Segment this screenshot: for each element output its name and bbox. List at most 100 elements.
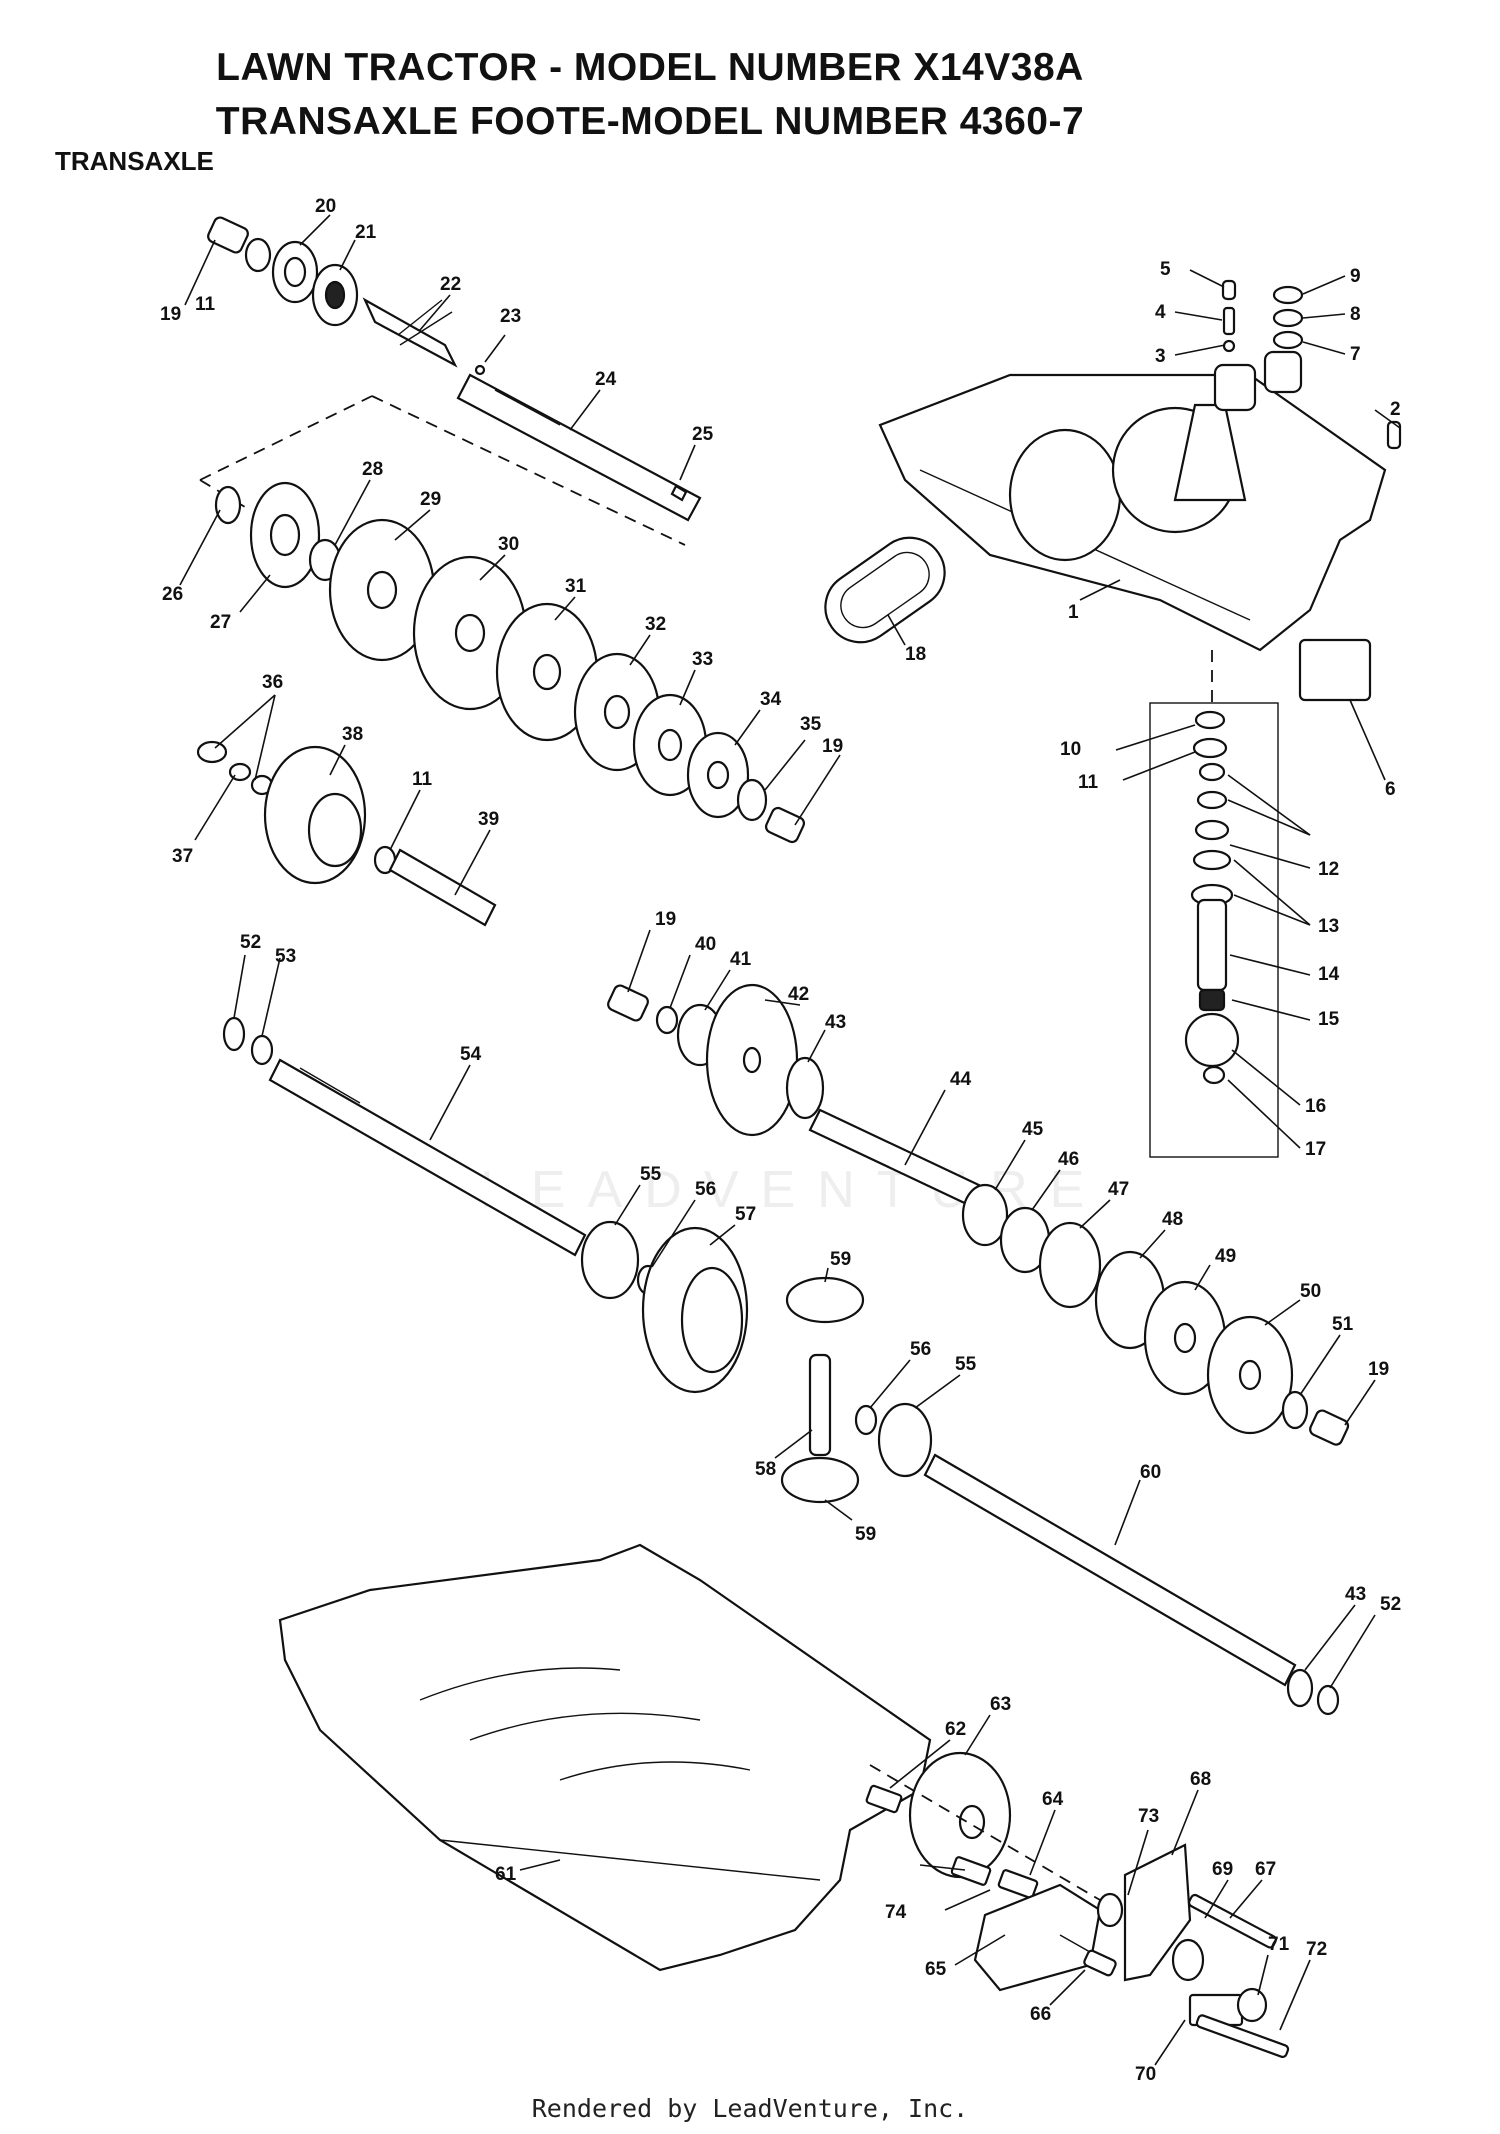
part-54-axle [268,1058,587,1257]
callout-15: 15 [1318,1009,1340,1030]
callout-69: 69 [1212,1859,1233,1880]
callout-71: 71 [1268,1934,1290,1955]
callout-3: 3 [1155,346,1166,367]
callout-60: 60 [1140,1462,1161,1483]
callout-63: 63 [990,1694,1011,1715]
callout-42: 42 [788,984,809,1005]
callout-64: 64 [1042,1789,1064,1810]
callout-11-b: 11 [412,769,433,790]
gear-stack-upper [214,481,806,844]
callout-19-b: 19 [822,736,843,757]
callout-19-a: 19 [160,304,181,325]
callout-52-a: 52 [240,932,261,953]
callout-32: 32 [645,614,666,635]
callout-34: 34 [760,689,782,710]
callout-58: 58 [755,1459,776,1480]
callout-54: 54 [460,1044,482,1065]
part-31-gear [495,602,599,742]
leader-lines [179,214,1401,2066]
callout-27: 27 [210,612,231,633]
section-label: TRANSAXLE [55,146,214,176]
callout-12: 12 [1318,859,1339,880]
part-57-ring-gear [641,1226,749,1394]
callout-36: 36 [262,672,283,693]
callout-33: 33 [692,649,713,670]
part-42-sprocket [705,983,799,1137]
callout-49: 49 [1215,1246,1236,1267]
callout-19-c: 19 [655,909,676,930]
callout-59-b: 59 [855,1524,876,1545]
callout-73: 73 [1138,1806,1159,1827]
callout-56-b: 56 [910,1339,931,1360]
part-29-gear [328,518,436,662]
callout-11-c: 11 [1078,772,1099,793]
callout-28: 28 [362,459,383,480]
callout-20: 20 [315,196,336,217]
upper-small-parts [1221,279,1402,450]
callout-29: 29 [420,489,441,510]
right-axle-assembly [854,1402,1340,1716]
callout-43-b: 43 [1345,1584,1366,1605]
part-55-bevel-gear [580,1220,640,1300]
callout-57: 57 [735,1204,756,1225]
brake-assembly [865,1751,1290,2059]
callout-17: 17 [1305,1139,1326,1160]
callout-48: 48 [1162,1209,1183,1230]
callout-10: 10 [1060,739,1081,760]
part-60-axle [923,1453,1297,1687]
part-21-bearing [311,263,359,327]
callout-43-a: 43 [825,1012,846,1033]
part-34-gear [686,731,750,819]
callout-53: 53 [275,946,296,967]
callout-44: 44 [950,1069,972,1090]
callout-72: 72 [1306,1939,1327,1960]
callout-30: 30 [498,534,519,555]
callout-47: 47 [1108,1179,1129,1200]
callout-59-a: 59 [830,1249,851,1270]
callout-41: 41 [730,949,752,970]
shift-assembly [1184,710,1240,1085]
callout-38: 38 [342,724,363,745]
callout-74: 74 [885,1902,907,1923]
callout-62: 62 [945,1719,966,1740]
callout-68: 68 [1190,1769,1211,1790]
callout-56-a: 56 [695,1179,716,1200]
callout-1: 1 [1068,602,1079,623]
part-18-chain [824,536,946,644]
diagram-title-line2: TRANSAXLE FOOTE-MODEL NUMBER 4360-7 [215,100,1085,143]
callout-61: 61 [495,1864,517,1885]
callout-11-a: 11 [195,294,216,315]
callout-16: 16 [1305,1096,1326,1117]
part-20-gear [271,240,319,304]
part-50-gear [1206,1315,1294,1435]
callout-66: 66 [1030,2004,1051,2025]
callout-2: 2 [1390,399,1401,420]
part-27-sprocket [249,481,321,589]
countershaft-assembly [607,983,1350,1446]
callout-70: 70 [1135,2064,1156,2085]
callout-26: 26 [162,584,183,605]
part-24-shaft [456,373,702,522]
callout-39: 39 [478,809,499,830]
part-61-lower-housing [278,1543,932,1972]
callout-25: 25 [692,424,714,445]
callout-9: 9 [1350,266,1361,287]
callout-4: 4 [1155,302,1166,323]
callout-22: 22 [440,274,461,295]
part-1-upper-housing [878,350,1387,702]
callout-8: 8 [1350,304,1361,325]
callout-51: 51 [1332,1314,1354,1335]
callout-7: 7 [1350,344,1361,365]
callout-55-a: 55 [640,1164,662,1185]
callout-55-b: 55 [955,1354,977,1375]
callout-14: 14 [1318,964,1340,985]
part-63-brake-disc [908,1751,1012,1879]
callout-37: 37 [172,846,193,867]
callout-31: 31 [565,576,587,597]
callout-5: 5 [1160,259,1171,280]
callout-19-d: 19 [1368,1359,1389,1380]
differential-pinions [780,1276,865,1504]
callout-21: 21 [355,222,377,243]
callout-6: 6 [1385,779,1396,800]
